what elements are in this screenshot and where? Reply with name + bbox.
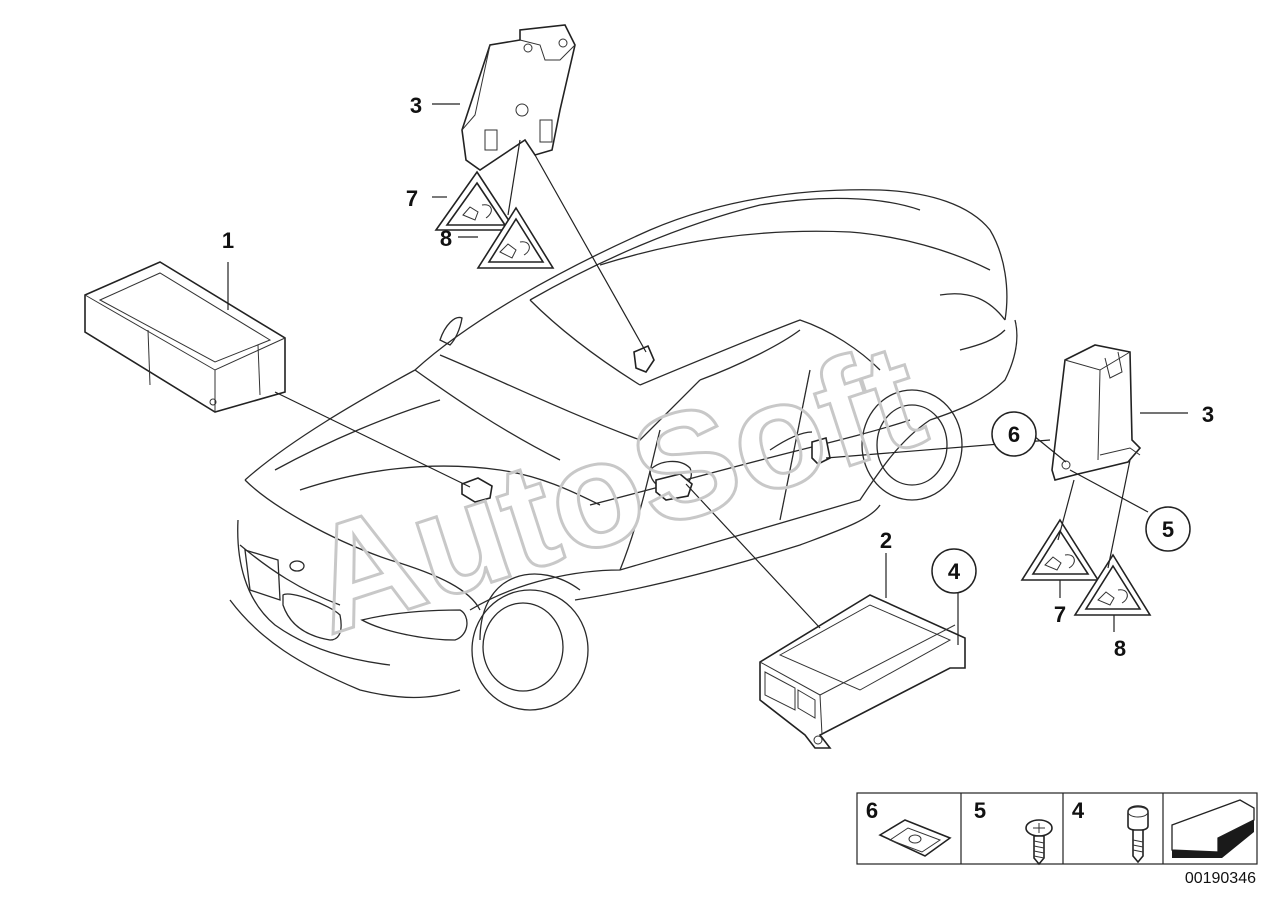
car-mounted-parts <box>461 344 831 503</box>
part-3-bracket-right <box>1051 344 1142 481</box>
legend-label-4: 4 <box>1072 798 1085 823</box>
mounted-antenna-module <box>461 477 493 503</box>
callout-8-top: 8 <box>440 226 452 251</box>
part-1-module <box>84 261 286 413</box>
direction-arrow-icon <box>1171 799 1255 858</box>
callout-5-circle <box>1145 506 1191 552</box>
mounted-bracket-top <box>633 344 655 373</box>
callout-6-circle <box>991 411 1037 457</box>
callout-numbers: 1 2 3 3 7 8 7 8 4 6 5 <box>222 93 1214 661</box>
part-2-control-unit <box>759 594 966 749</box>
label-triangle-8-top <box>476 206 555 269</box>
callout-7-right: 7 <box>1054 602 1066 627</box>
screw-icon <box>1025 819 1053 866</box>
legend-label-6: 6 <box>866 798 878 823</box>
legend-label-5: 5 <box>974 798 986 823</box>
callout-3-top: 3 <box>410 93 422 118</box>
part-3-bracket-top <box>461 24 576 171</box>
car-outline <box>229 189 1018 711</box>
bolt-icon <box>1127 805 1149 864</box>
hardware-legend: 6 5 4 <box>856 792 1258 866</box>
callout-4-circle <box>931 548 977 594</box>
label-triangle-7-top <box>434 170 517 231</box>
callout-7-top: 7 <box>406 186 418 211</box>
callout-2: 2 <box>880 528 892 553</box>
callout-4: 4 <box>948 559 961 584</box>
clip-nut-icon <box>878 819 952 857</box>
label-triangle-7-right <box>1020 518 1100 581</box>
callout-3-right: 3 <box>1202 402 1214 427</box>
label-triangle-8-right <box>1073 553 1152 616</box>
callout-8-right: 8 <box>1114 636 1126 661</box>
mounted-bracket-side <box>811 436 831 465</box>
callout-5: 5 <box>1162 517 1174 542</box>
document-number: 00190346 <box>1185 870 1256 887</box>
callout-1: 1 <box>222 228 234 253</box>
mounted-control-unit <box>655 473 693 501</box>
callout-6: 6 <box>1008 422 1020 447</box>
